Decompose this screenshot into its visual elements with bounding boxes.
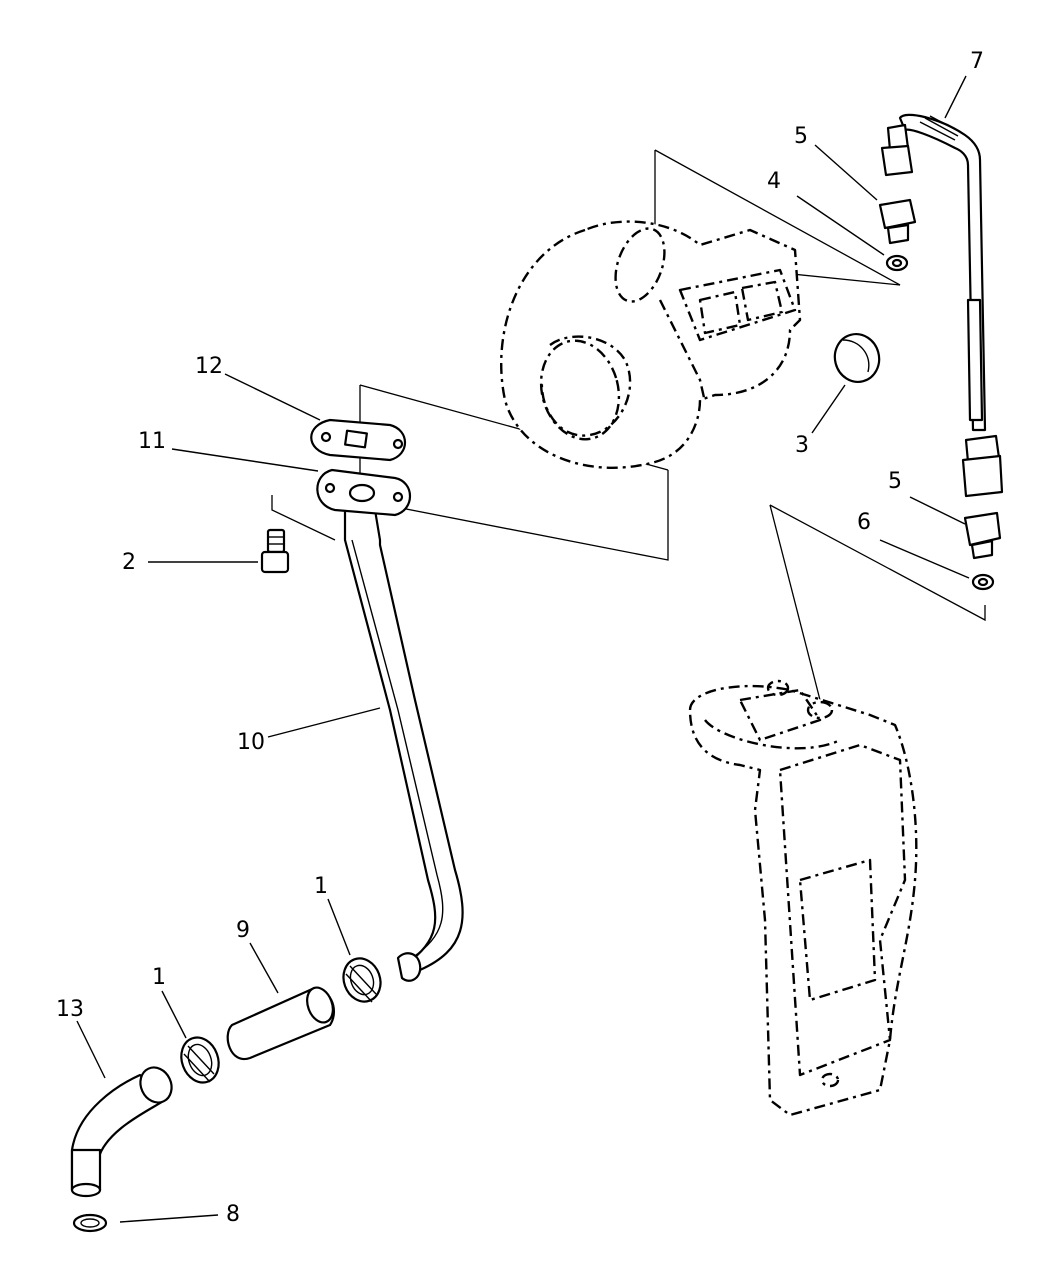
plug-3 [833,333,881,383]
hose-clamp-1-right [342,957,382,1003]
bolt-2 [260,528,290,574]
callout-labels: 1 1 2 3 4 5 5 6 7 8 9 10 11 12 13 [56,49,984,1227]
turbocharger-outline [500,220,802,469]
callout-13: 13 [56,997,84,1022]
callout-7: 7 [970,49,984,74]
oil-feed-line-7 [886,113,987,432]
callout-6: 6 [857,510,871,535]
oil-drain-tube-10 [316,468,464,982]
callout-1-left: 1 [152,965,166,990]
fitting-5-top [878,144,917,245]
callout-10: 10 [237,730,265,755]
gasket-12 [310,418,406,462]
washer-6 [971,573,995,591]
hose-9 [226,986,335,1061]
callout-3: 3 [795,433,809,458]
washer-4 [885,254,909,272]
fitting-5-bottom [961,434,1004,560]
callout-2: 2 [122,550,136,575]
engine-bracket-outline [688,679,918,1117]
callout-4: 4 [767,169,781,194]
elbow-13 [70,1066,173,1198]
o-ring-8 [72,1213,108,1233]
leader-lines [76,75,970,1223]
callout-9: 9 [236,918,250,943]
callout-1-right: 1 [314,874,328,899]
callout-5-bottom: 5 [888,469,902,494]
callout-8: 8 [226,1202,240,1227]
hose-clamp-1-left [180,1036,220,1084]
callout-11: 11 [138,429,166,454]
callout-5-top: 5 [794,124,808,149]
callout-12: 12 [195,354,223,379]
